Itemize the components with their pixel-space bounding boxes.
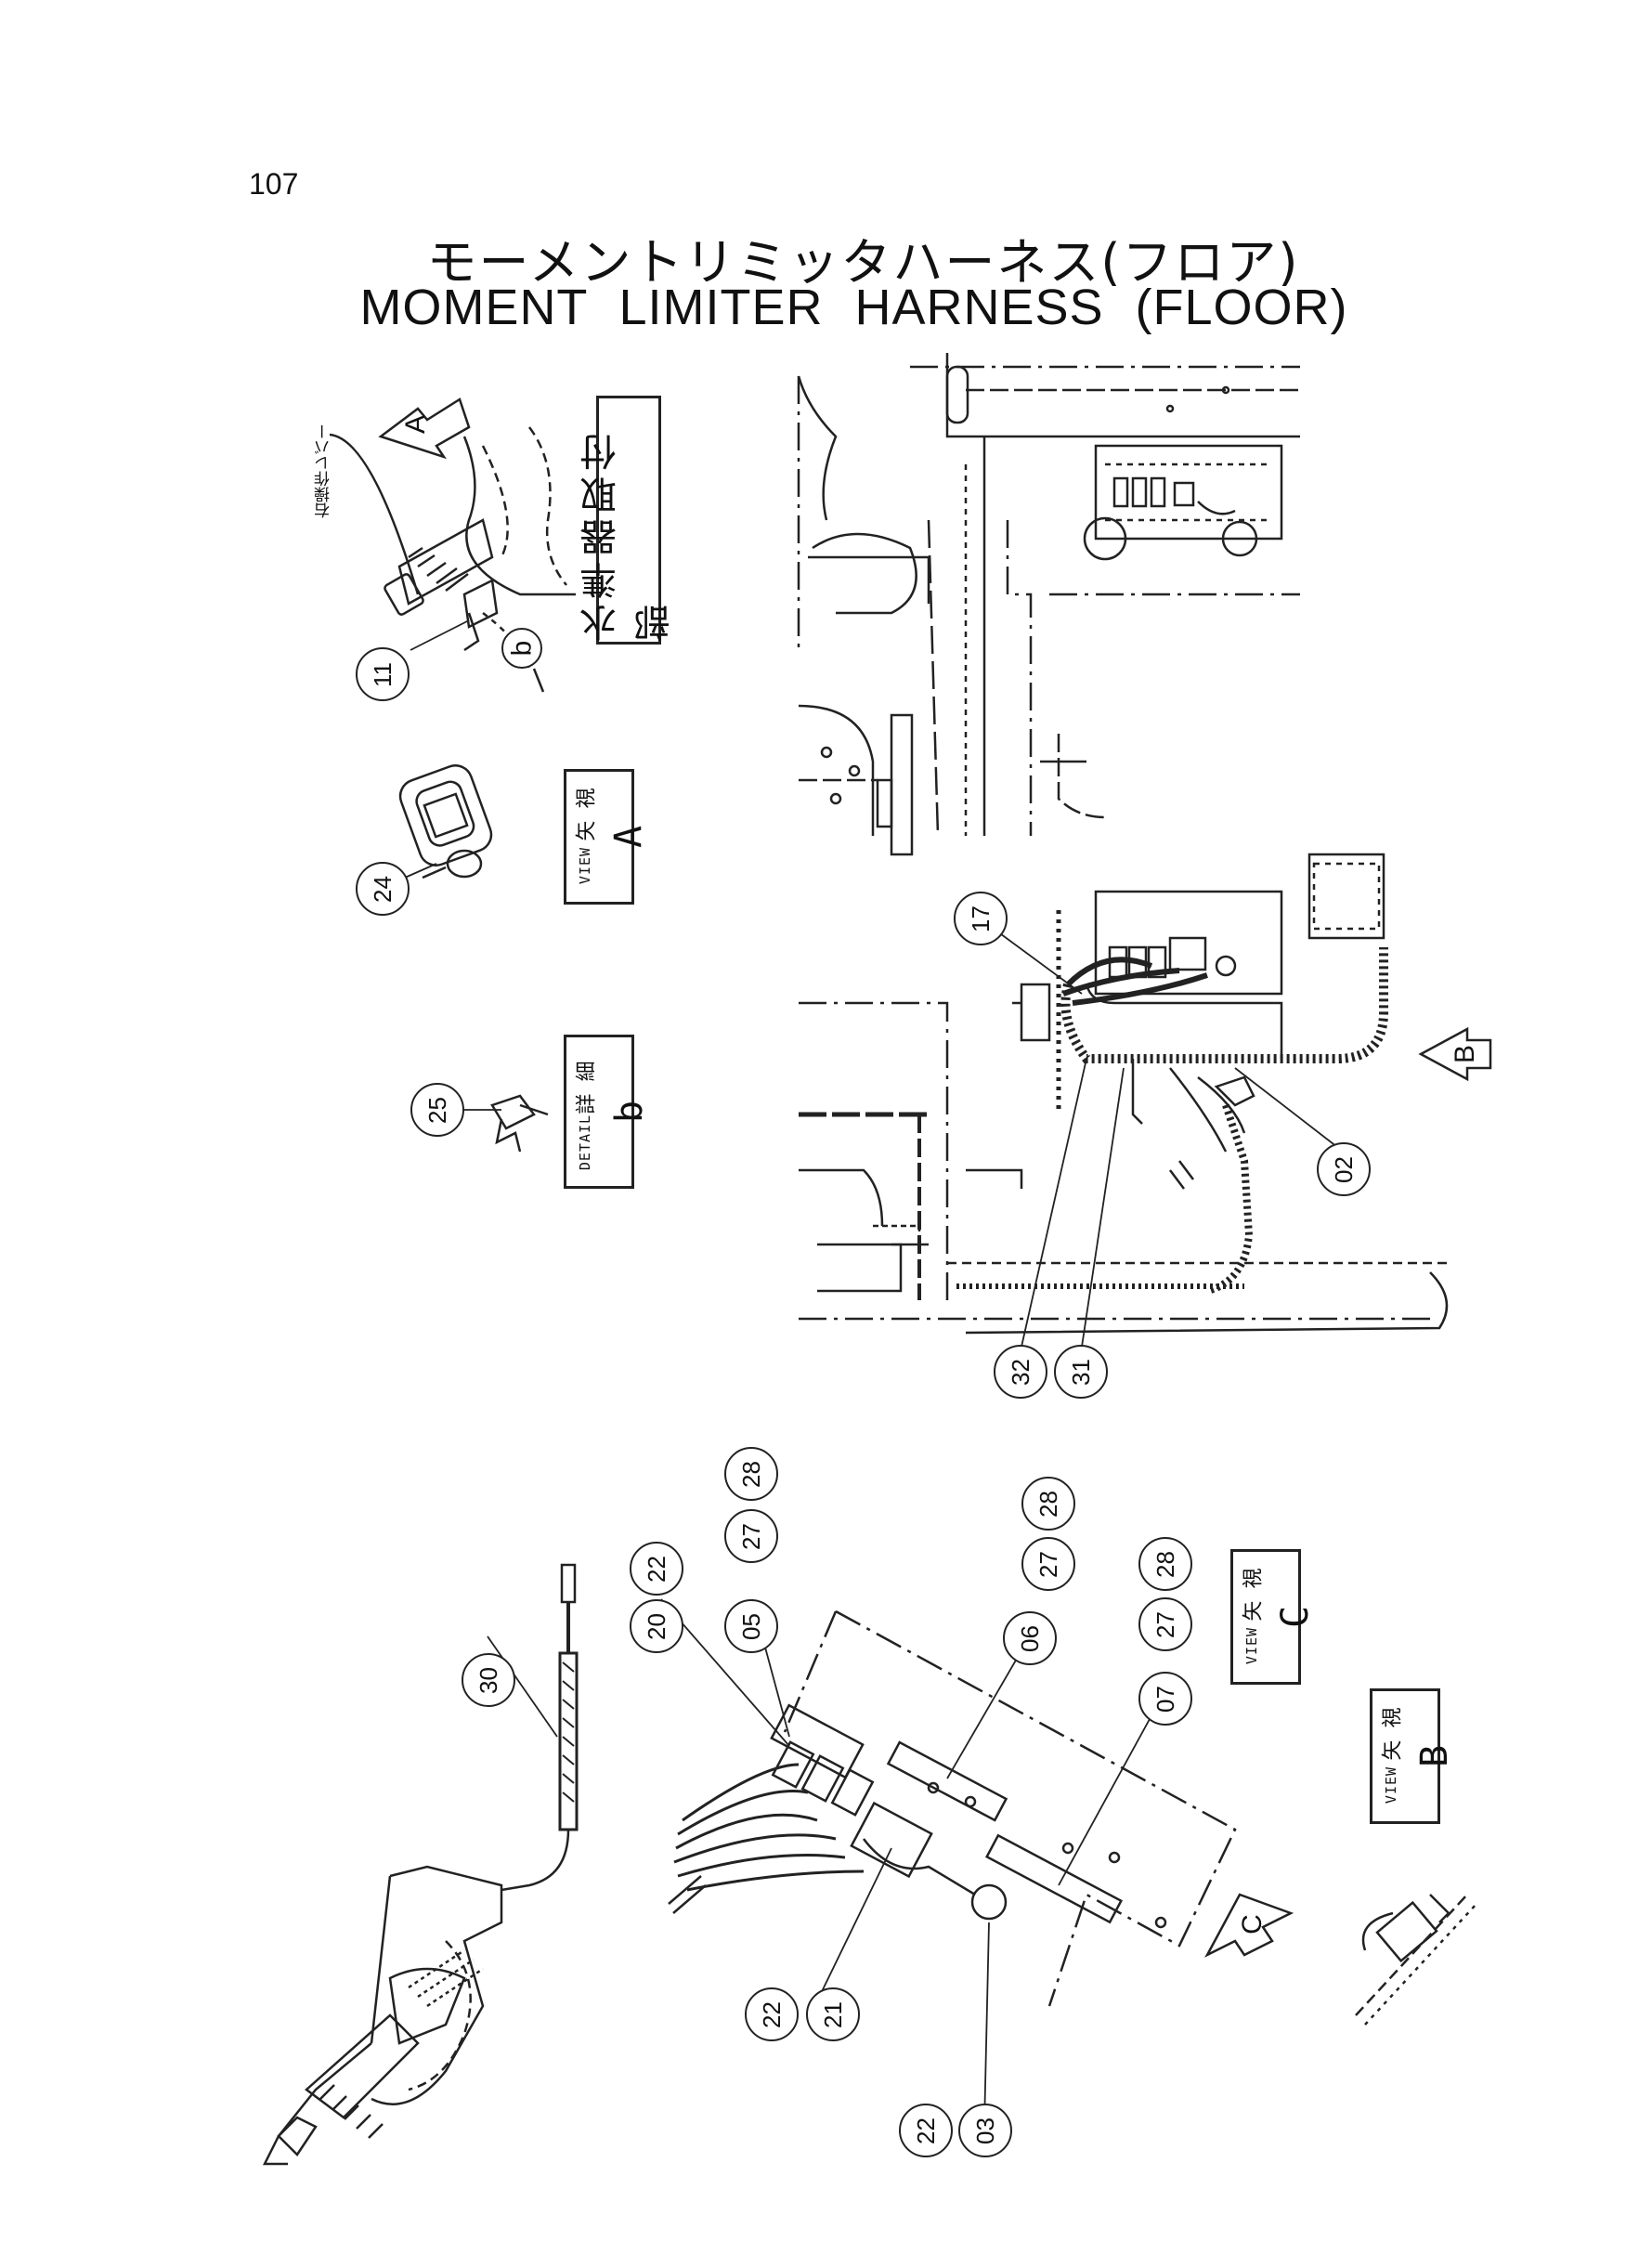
callout-02: 02 (1317, 1142, 1371, 1196)
detail-b-en: DETAIL (576, 1114, 593, 1171)
right-lever-note: 右操作レバー (315, 423, 333, 518)
detail-b-letter: b (608, 1100, 652, 1124)
view-c-letter: C (1273, 1605, 1317, 1629)
callout-22-top: 22 (630, 1542, 683, 1596)
arrow-c (1204, 1893, 1294, 1958)
callout-27-a: 27 (724, 1509, 778, 1563)
view-c-en: VIEW (1242, 1626, 1260, 1665)
callout-22-bottom: 22 (899, 2104, 953, 2157)
leader-lines-bottom (487, 1598, 1166, 2128)
callout-31: 31 (1054, 1345, 1108, 1399)
callout-11: 11 (356, 647, 410, 701)
callout-07: 07 (1138, 1672, 1192, 1726)
callout-17: 17 (954, 892, 1008, 945)
callout-06: 06 (1003, 1611, 1057, 1665)
callout-24: 24 (356, 862, 410, 916)
title-japanese: モーメントリミッタハーネス(フロア) (426, 233, 1300, 292)
view-b-jp: 矢 視 (1381, 1707, 1405, 1761)
view-a-jp: 矢 視 (575, 788, 599, 841)
arrow-b-small-letter: b (501, 628, 542, 669)
middle-floor-plan (799, 853, 1449, 1335)
view-b-sketch (1355, 1894, 1477, 2026)
view-b-en: VIEW (1382, 1765, 1399, 1804)
view-c-label: 矢 視 VIEW C (1230, 1549, 1317, 1685)
callout-32: 32 (994, 1345, 1047, 1399)
callout-27-b: 27 (1021, 1537, 1075, 1591)
callout-28-a: 28 (724, 1447, 778, 1501)
callout-27-c: 27 (1138, 1597, 1192, 1651)
level-mount-text: 水準器取付部 (580, 428, 677, 642)
callout-05: 05 (724, 1599, 778, 1653)
arrow-a (378, 397, 471, 460)
detail-b-label: 詳 細 DETAIL b (564, 1035, 651, 1189)
upper-floor-plan (797, 353, 1300, 856)
level-mount-box: 水準器取付部 (580, 396, 677, 645)
page-number: 107 (249, 167, 299, 201)
view-c-jp: 矢 視 (1242, 1568, 1266, 1622)
arrow-b-letter: B (1450, 1044, 1481, 1064)
callout-03: 03 (958, 2104, 1012, 2157)
callout-25: 25 (410, 1083, 464, 1137)
callout-28-b: 28 (1021, 1477, 1075, 1531)
title-english: MOMENT LIMITER HARNESS (FLOOR) (359, 280, 1348, 335)
callout-21: 21 (806, 1987, 860, 2041)
view-c-plate (668, 1609, 1237, 2007)
leader-lines-left (404, 619, 501, 1111)
view-a-sketch (398, 764, 493, 879)
detail-b-sketch (490, 1094, 549, 1153)
arrow-a-letter: A (400, 414, 432, 435)
arrow-b (1418, 1026, 1492, 1082)
callout-22-mid: 22 (745, 1987, 799, 2041)
callout-20: 20 (630, 1599, 683, 1653)
callout-28-c: 28 (1138, 1537, 1192, 1591)
view-b-label: 矢 視 VIEW B (1370, 1688, 1456, 1824)
lower-lever-sketch (262, 1563, 579, 2166)
view-a-en: VIEW (576, 846, 593, 885)
callout-30: 30 (462, 1653, 515, 1707)
arrow-c-letter: C (1236, 1914, 1268, 1935)
view-b-letter: B (1412, 1744, 1456, 1768)
view-a-letter: A (606, 825, 650, 849)
view-a-label: 矢 視 VIEW A (564, 769, 650, 905)
leader-lines-top (993, 928, 1338, 1348)
detail-b-jp: 詳 細 (575, 1061, 599, 1114)
